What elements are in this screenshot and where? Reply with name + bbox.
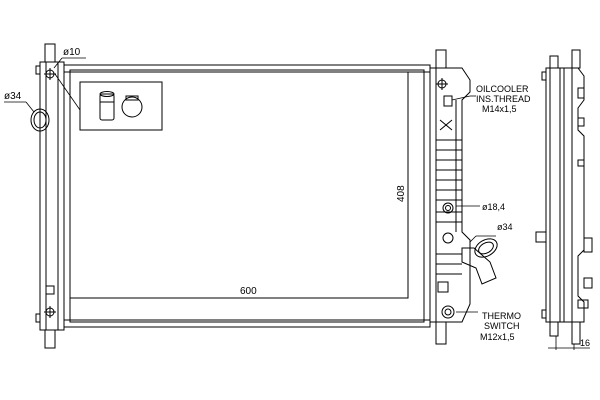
leader-to-inset [54,73,81,111]
thermo-line1: THERMO [482,311,521,321]
thermo-line2: SWITCH [484,321,520,331]
left-inlet-label: ø34 [4,91,22,102]
leader-outlet-large [469,235,496,243]
accessory-inset [79,81,163,131]
leader-oilcooler [451,95,476,101]
oilcooler-line2: INS.THREAD [476,94,531,104]
side-view [535,49,593,345]
thermo-line3: M12x1,5 [480,332,515,342]
left-inlet-pipe [30,108,50,132]
right-tank [429,49,471,345]
oilcooler-line1: OILCOOLER [476,84,529,94]
filler-cap-icon [121,95,143,118]
side-depth-label: 16 [580,338,590,348]
outlet-large-label: ø34 [497,222,513,232]
top-left-label: ø10 [63,47,81,58]
oilcooler-line3: M14x1,5 [482,104,517,114]
side-depth-dimension [548,336,590,350]
drain-plug-icon [99,91,115,121]
leader-left-inlet [4,101,35,113]
outlet-pipe [461,238,498,285]
outlet-small-label: ø18,4 [482,202,505,212]
left-tank [35,43,65,349]
width-label: 600 [240,286,257,297]
height-label: 408 [396,185,407,202]
leader-top-left [53,57,86,69]
